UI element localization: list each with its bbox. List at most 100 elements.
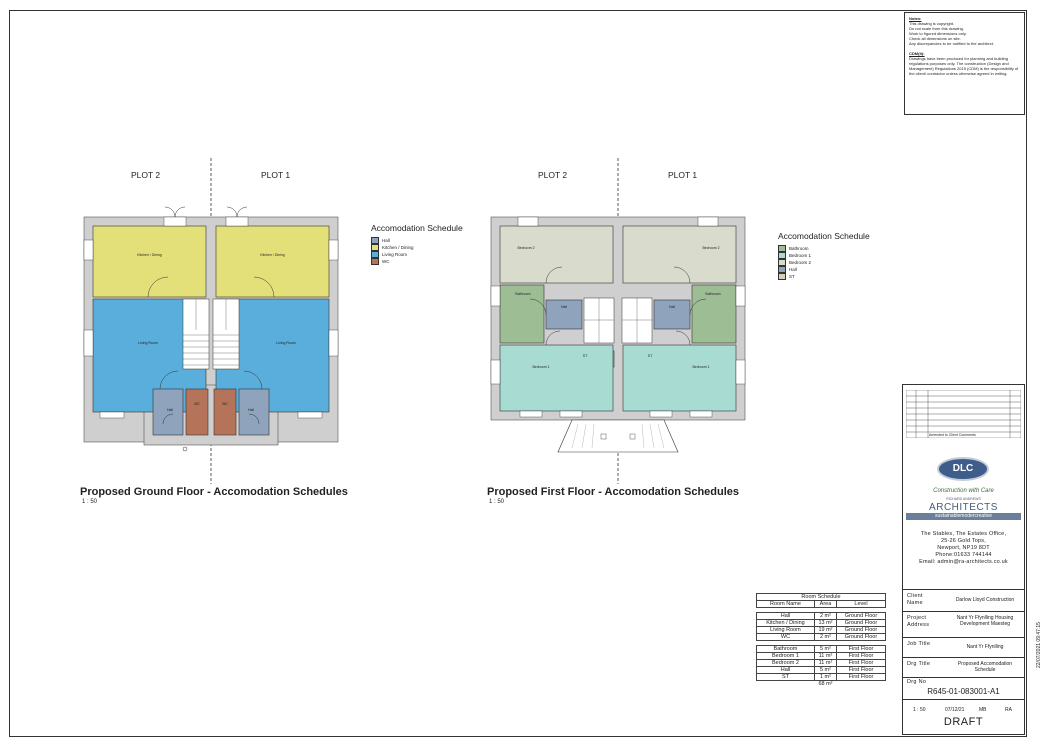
room-label: Hall	[247, 408, 255, 412]
checked-by: RA	[1005, 707, 1012, 713]
legend-item: Bedroom 2	[778, 259, 870, 266]
ground-kitchen-left	[92, 225, 207, 298]
legend-swatch	[371, 237, 379, 244]
ground-plot1-label: PLOT 1	[261, 170, 291, 180]
legend-swatch	[778, 266, 786, 273]
first-legend: Accomodation Schedule Bathroom Bedroom 1…	[778, 231, 870, 280]
first-bedroom2-left	[499, 225, 614, 284]
note-line: This drawing is copyright.	[909, 21, 955, 26]
ground-plot2-label: PLOT 2	[131, 170, 161, 180]
room-label: Bedroom 1	[532, 365, 550, 369]
legend-swatch	[778, 245, 786, 252]
room-label: Bedroom 2	[702, 246, 720, 250]
first-plot2-label: PLOT 2	[538, 170, 568, 180]
legend-swatch	[371, 251, 379, 258]
legend-item: WC	[371, 258, 463, 265]
project-row: Project Address Nant Yr Ffynlling Housin…	[903, 611, 1024, 637]
first-bedroom1-right	[622, 344, 737, 412]
drawing-number-row: Drg No R645-01-083001-A1	[903, 677, 1024, 699]
client-row: Client Name Darlow Lloyd Construction	[903, 589, 1024, 611]
room-label: Hall	[560, 305, 568, 309]
legend-swatch	[371, 258, 379, 265]
room-label: ST	[582, 354, 588, 358]
note-line: Work to figured dimensions only.	[909, 31, 967, 36]
first-floor-scale: 1 : 50	[489, 499, 505, 505]
logo-tagline: Construction with Care	[933, 488, 994, 494]
legend-item: ST	[778, 273, 870, 280]
schedule-title: Room Schedule	[756, 593, 886, 601]
legend-swatch	[778, 259, 786, 266]
legend-swatch	[371, 244, 379, 251]
legend-item: Living Room	[371, 251, 463, 258]
room-label: Hall	[166, 408, 174, 412]
room-label: WC	[222, 402, 228, 406]
note-line: Do not scale from this drawing.	[909, 26, 964, 31]
first-hall-left	[545, 299, 583, 330]
firm-address: The Stables, The Estates Office, 25-26 G…	[919, 531, 1008, 565]
legend-swatch	[778, 273, 786, 280]
ground-floor-plan	[83, 206, 339, 452]
ground-kitchen-right	[215, 225, 330, 298]
room-label: Kitchen / Dining	[137, 253, 162, 257]
first-bedroom2-right	[622, 225, 737, 284]
room-label: Living Room	[138, 341, 158, 345]
first-floor-title: Proposed First Floor - Accomodation Sche…	[487, 486, 740, 498]
ground-floor-title: Proposed Ground Floor - Accomodation Sch…	[80, 486, 348, 498]
notes-box: Notes: This drawing is copyright. Do not…	[904, 12, 1025, 115]
first-bathroom-right	[691, 284, 737, 344]
legend-item: Bedroom 1	[778, 252, 870, 259]
legend-item: Kitchen / Dining	[371, 244, 463, 251]
room-label: Living Room	[276, 341, 296, 345]
status-label: DRAFT	[943, 716, 984, 728]
firm-name-top: RICHARD ANDREWS	[946, 497, 981, 501]
job-row: Job Title Nant Yr Ffynlling	[903, 637, 1024, 657]
notes-heading: Notes:	[909, 16, 922, 21]
ground-hall-right	[238, 388, 270, 436]
drawing-title-row: Drg Title Proposed Accomodation Schedule	[903, 657, 1024, 677]
first-plot1-label: PLOT 1	[668, 170, 698, 180]
revision-grid	[906, 390, 1021, 438]
room-label: Bedroom 2	[517, 246, 535, 250]
date-value: 07/12/21	[945, 707, 965, 713]
dlc-logo: DLC	[937, 457, 989, 481]
legend-title: Accomodation Schedule	[778, 231, 870, 241]
first-hall-right	[653, 299, 691, 330]
ground-floor-scale: 1 : 50	[82, 499, 98, 505]
firm-subtitle: sustainablemodercreative	[906, 513, 1021, 520]
cdm-text: Drawings have been produced for planning…	[909, 56, 1019, 76]
note-line: Any discrepancies to be notified to the …	[909, 41, 994, 46]
side-date-stamp: 22/07/2021 09:47:15	[1036, 622, 1042, 668]
drawing-number: R645-01-083001-A1	[927, 687, 1000, 696]
ground-wc-left	[185, 388, 209, 436]
first-bedroom1-left	[499, 344, 614, 412]
room-label: Kitchen / Dining	[260, 253, 285, 257]
firm-name: ARCHITECTS	[929, 502, 998, 513]
room-label: WC	[194, 402, 200, 406]
legend-title: Accomodation Schedule	[371, 223, 463, 233]
room-label: Bathroom	[515, 292, 531, 296]
legend-item: Hall	[371, 237, 463, 244]
room-label: Bathroom	[705, 292, 721, 296]
legend-swatch	[778, 252, 786, 259]
room-label: Bedroom 1	[692, 365, 710, 369]
ground-hall-left	[152, 388, 184, 436]
first-floor-plan	[490, 216, 746, 453]
room-label: ST	[647, 354, 653, 358]
note-line: Check all dimensions on site.	[909, 36, 961, 41]
title-block: Amended to Client Comments DLC Construct…	[902, 384, 1025, 735]
schedule-total: 68 m²	[818, 681, 833, 687]
legend-item: Hall	[778, 266, 870, 273]
cdm-heading: CDM(it):	[909, 51, 925, 56]
room-label: Hall	[668, 305, 676, 309]
ground-wc-right	[213, 388, 237, 436]
